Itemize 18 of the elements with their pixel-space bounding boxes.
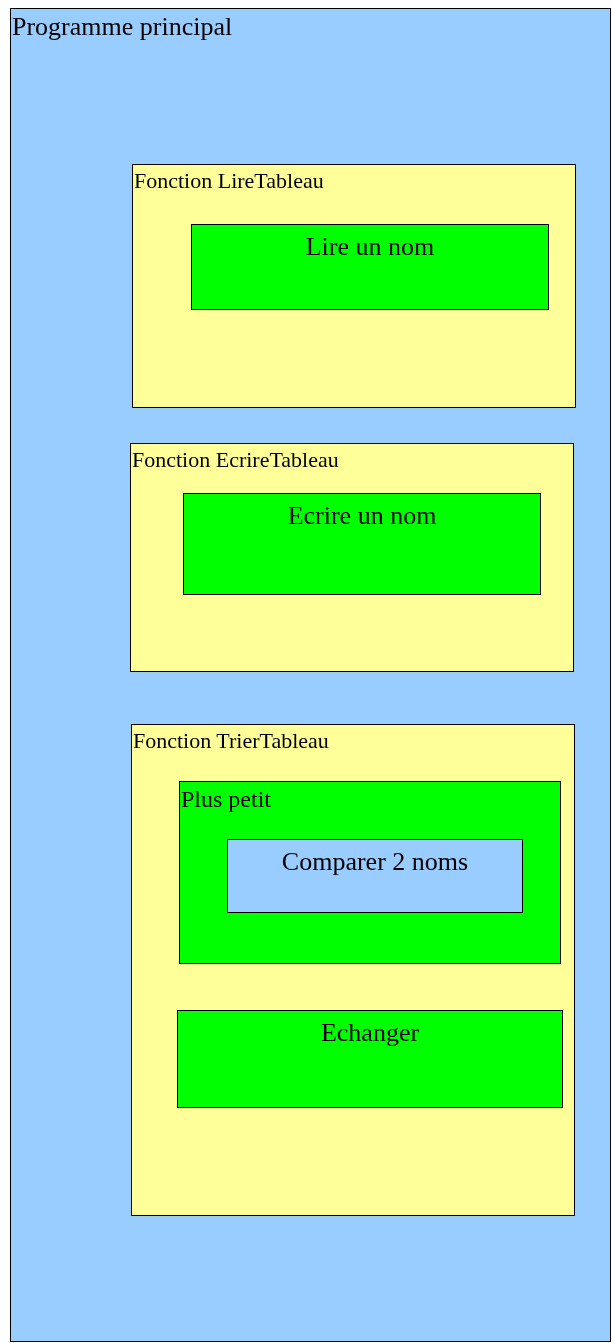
container-box: [183, 493, 541, 595]
box-label: Fonction TrierTableau: [133, 729, 329, 754]
container-box: [227, 839, 523, 913]
container-box: [191, 224, 549, 310]
box-label: Fonction EcrireTableau: [132, 448, 339, 473]
box-label: Plus petit: [181, 786, 271, 813]
container-box: [179, 781, 561, 964]
box-label: Lire un nom: [305, 233, 435, 262]
container-box: [130, 443, 574, 672]
box-label: Ecrire un nom: [287, 502, 437, 531]
container-box: [10, 8, 611, 1342]
box-label: Programme principal: [12, 13, 233, 42]
container-box: [131, 724, 575, 1216]
box-label: Comparer 2 noms: [281, 848, 469, 877]
container-box: [132, 164, 576, 408]
box-label: Echanger: [320, 1019, 420, 1048]
container-box: [177, 1010, 563, 1108]
box-label: Fonction LireTableau: [134, 169, 324, 194]
